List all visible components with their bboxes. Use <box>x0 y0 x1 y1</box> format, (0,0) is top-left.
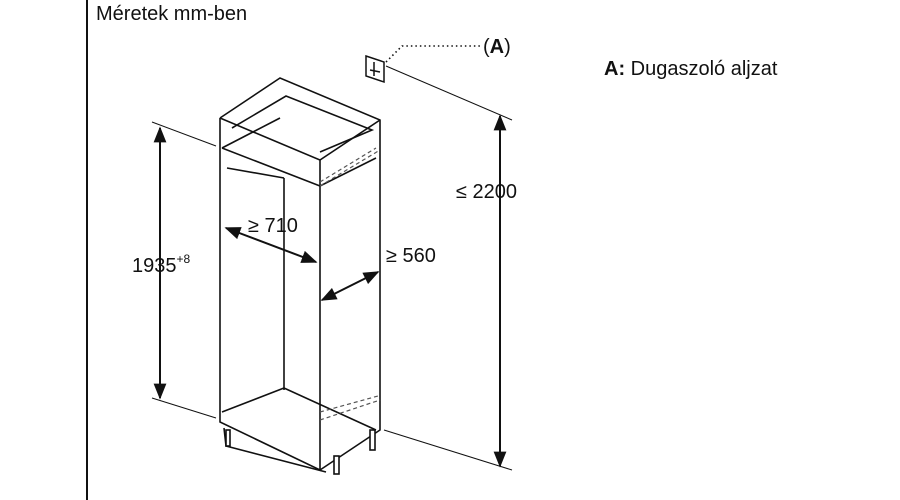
callout-close: ) <box>504 36 511 58</box>
height-dimension <box>151 121 217 419</box>
shelf-front-edge <box>221 147 377 187</box>
foot-right <box>369 429 376 451</box>
left-border-line <box>86 0 88 500</box>
height-ext-bottom <box>151 397 217 419</box>
hidden-line-upper <box>319 149 381 187</box>
max-height-dimension <box>383 65 513 471</box>
foot-front <box>333 455 340 475</box>
height-tolerance: +8 <box>177 252 191 266</box>
power-socket-icon <box>365 54 385 84</box>
legend-text: Dugaszoló aljzat <box>630 58 778 80</box>
height-ext-top <box>151 121 217 147</box>
cabinet-niche <box>219 77 381 472</box>
socket-pin-2 <box>369 69 381 73</box>
max-ext-bottom <box>383 429 513 471</box>
callout-leader <box>385 45 480 63</box>
page-title: Méretek mm-ben <box>96 3 248 25</box>
cabinet-plinth <box>223 427 376 475</box>
depth-arrow <box>224 227 318 263</box>
callout-label: (A) <box>483 36 511 58</box>
height-label: 1935+8 <box>132 252 191 277</box>
bottom-opening <box>221 387 377 431</box>
max-ext-top <box>385 65 513 121</box>
shelf-back-edge <box>221 117 281 149</box>
width-label: ≥ 560 <box>386 245 436 267</box>
hidden-line-upper-2 <box>319 147 377 183</box>
width-arrow <box>320 271 380 301</box>
callout-open: ( <box>483 36 490 58</box>
socket-plate <box>365 54 385 84</box>
front-face-outline <box>219 117 321 472</box>
upper-opening <box>231 95 375 153</box>
callout-key: A <box>490 36 504 58</box>
hidden-line-lower <box>319 399 381 421</box>
legend-key: A: <box>604 58 626 80</box>
hidden-lines <box>319 147 381 421</box>
max-height-label: ≤ 2200 <box>456 181 517 203</box>
hidden-line-lower-2 <box>319 395 379 413</box>
legend: A: Dugaszoló aljzat <box>604 58 777 81</box>
inner-top-line <box>226 167 285 179</box>
foot-left <box>225 429 231 447</box>
height-value: 1935 <box>132 255 177 277</box>
depth-label: ≥ 710 <box>248 215 298 237</box>
